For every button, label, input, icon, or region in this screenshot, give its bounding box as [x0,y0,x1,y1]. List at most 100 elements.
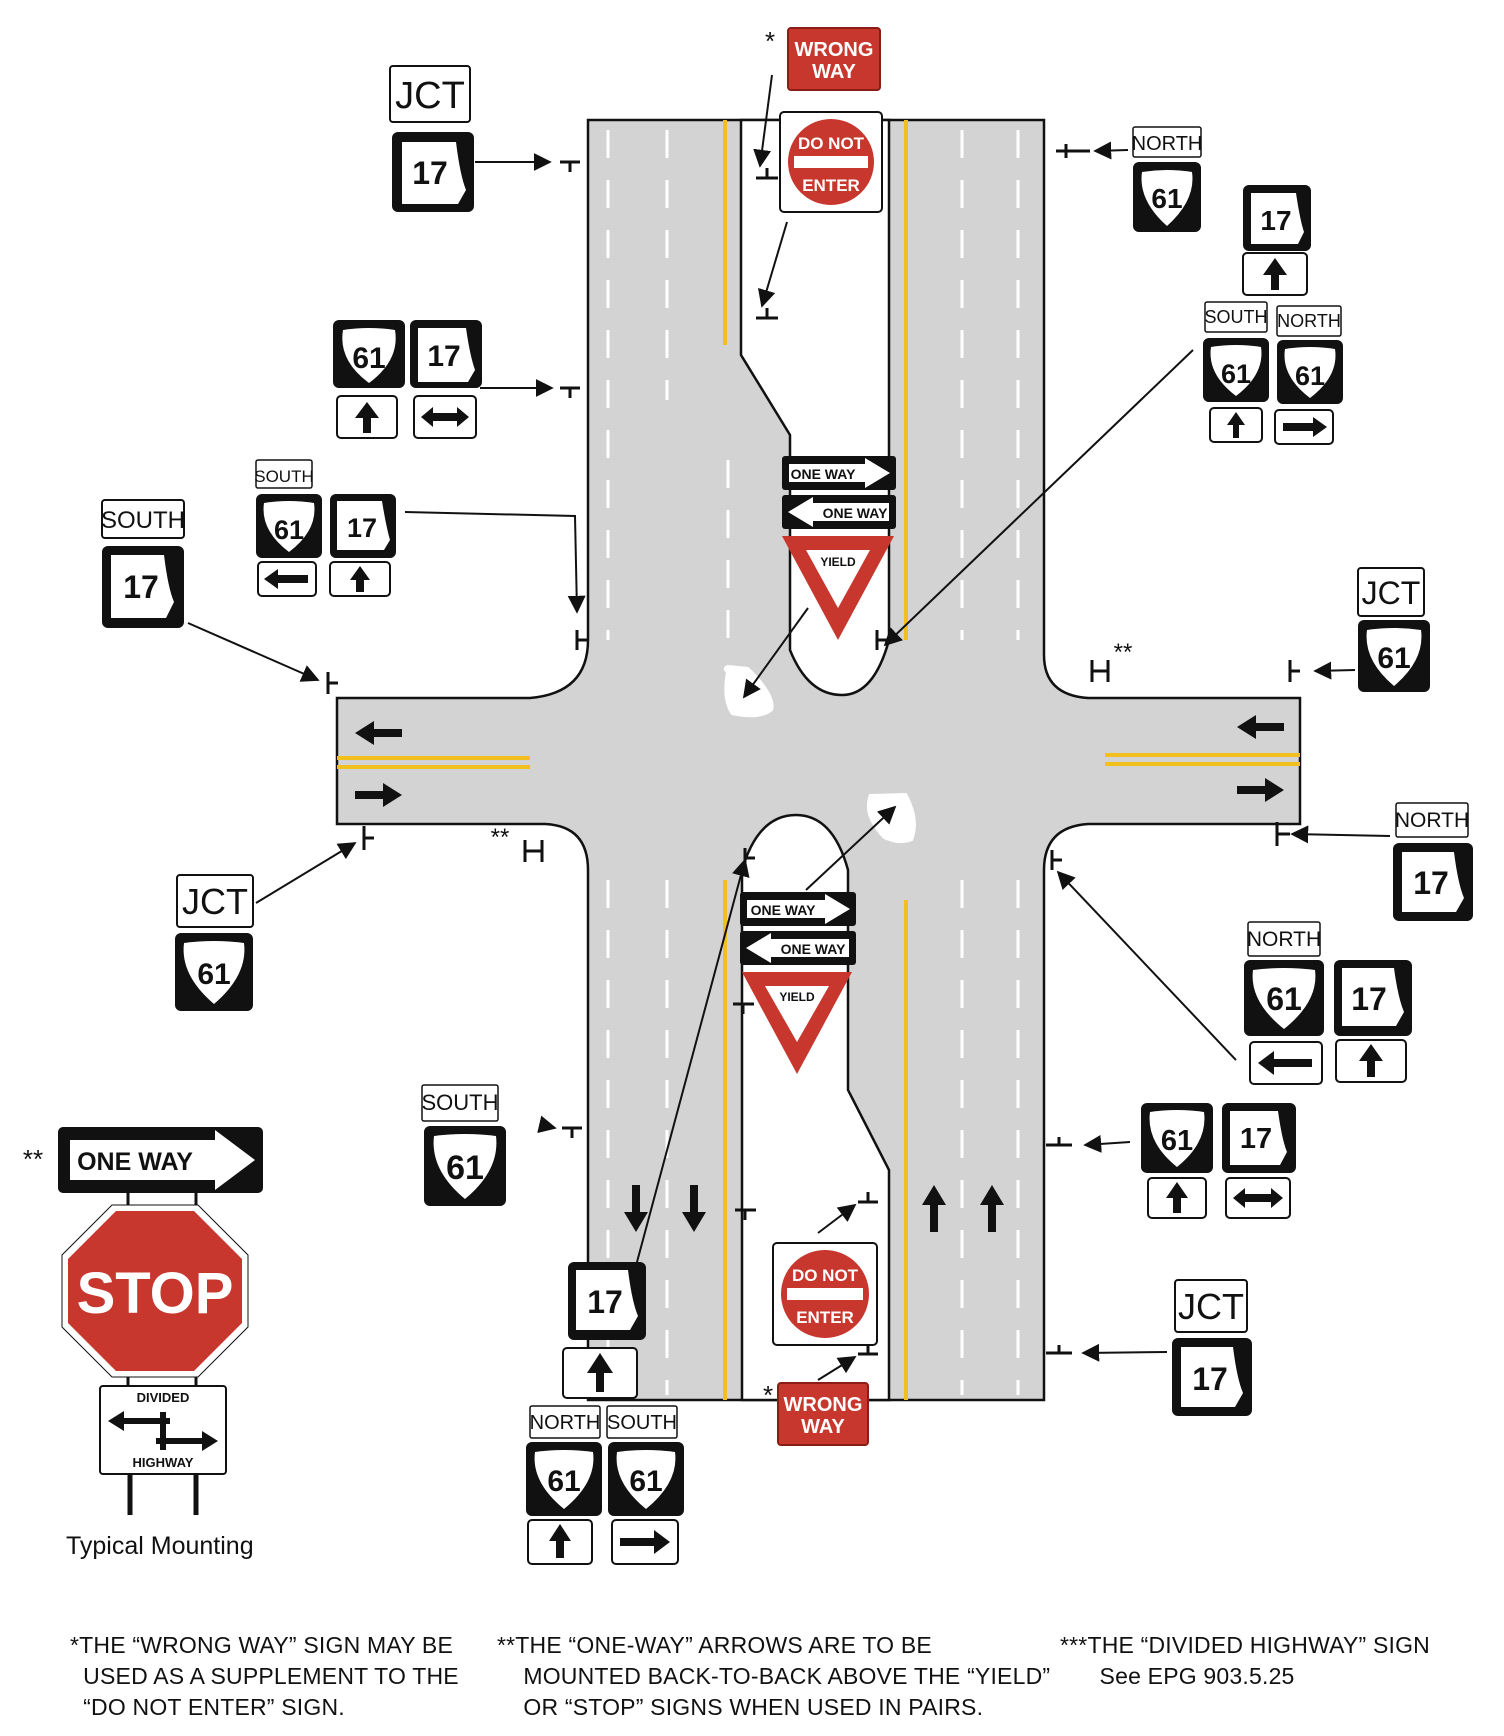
svg-text:17: 17 [1192,1361,1228,1397]
svg-text:JCT: JCT [182,881,248,922]
sign-assembly-17-61-south: 17 NORTH SOUTH 61 61 [526,1262,684,1565]
svg-text:ONE WAY: ONE WAY [77,1148,193,1176]
wrong-way-sign [787,27,881,91]
svg-text:61: 61 [629,1465,662,1498]
svg-text:61: 61 [352,342,385,375]
south-plaque [101,499,185,539]
svg-text:61: 61 [1295,361,1325,391]
svg-text:ONE WAY: ONE WAY [751,902,816,918]
jct-plaque [1357,567,1425,617]
svg-text:DIVIDED: DIVIDED [137,1390,190,1405]
svg-text:61: 61 [197,958,230,991]
jct-plaque [1174,1279,1248,1333]
sign-assembly-north-61-17-east: NORTH 61 17 [1244,921,1412,1085]
svg-text:**: ** [491,824,510,851]
svg-text:HIGHWAY: HIGHWAY [133,1455,194,1470]
footnote-wrong-way: *THE “WRONG WAY” SIGN MAY BE USED AS A S… [70,1632,459,1720]
svg-text:ONE WAY: ONE WAY [823,505,888,521]
south-plaque [255,459,313,489]
svg-text:SOUTH: SOUTH [101,507,185,534]
sign-assembly-wrong-way-south: DO NOT ENTER * WRONG WAY [763,1242,878,1446]
svg-text:ONE WAY: ONE WAY [781,941,846,957]
south-plaque [421,1084,499,1122]
south-plaque [1204,301,1268,333]
sign-assembly-17-61-ne: 17 SOUTH NORTH 61 61 [1203,185,1343,445]
pavement-arrows [355,715,1284,1232]
svg-text:61: 61 [1377,642,1410,675]
svg-text:WRONG: WRONG [795,39,874,61]
sign-assembly-north-17-east: NORTH 17 [1393,802,1473,921]
svg-text:17: 17 [1413,865,1449,901]
pavement-arrow-north [922,1185,946,1232]
svg-text:17: 17 [1351,981,1387,1017]
sign-assembly-61-17-se: 61 17 [1141,1103,1296,1219]
svg-text:SOUTH: SOUTH [607,1412,677,1434]
svg-text:WAY: WAY [812,61,856,83]
svg-text:WAY: WAY [801,1416,845,1438]
svg-text:61: 61 [1161,1125,1193,1157]
sign-assembly-north-61-ne: NORTH 61 [1132,126,1203,232]
svg-text:ENTER: ENTER [802,176,860,195]
pavement-arrow-south [624,1185,648,1232]
pavement-arrow-east [1237,778,1284,802]
svg-text:YIELD: YIELD [820,555,856,569]
svg-text:SOUTH: SOUTH [422,1090,499,1115]
pavement-arrow-east [355,783,402,807]
north-plaque [1132,126,1202,158]
svg-text:NORTH: NORTH [1132,133,1203,155]
wrong-way-sign [777,1382,869,1446]
pavement-arrow-south [682,1185,706,1232]
svg-text:17: 17 [347,513,377,543]
svg-text:NORTH: NORTH [1277,311,1341,331]
pavement-arrow-west [1237,715,1284,739]
svg-text:DO NOT: DO NOT [798,134,865,153]
typical-mounting-assembly: ** ONE WAY STOP DIVIDED HIGHWAY [23,1127,263,1515]
footnote-one-way: **THE “ONE-WAY” ARROWS ARE TO BE MOUNTED… [497,1632,1051,1720]
jct-plaque [389,65,471,123]
svg-text:17: 17 [1240,1123,1272,1155]
svg-text:STOP: STOP [77,1261,234,1326]
svg-text:JCT: JCT [395,75,465,117]
sign-assembly-jct-17-nw: JCT 17 [389,65,474,212]
svg-text:17: 17 [1260,205,1291,236]
svg-text:**: ** [23,1144,43,1174]
svg-text:JCT: JCT [1362,575,1421,611]
sign-assembly-wrong-way-north: * WRONG WAY DO NOT ENTER [765,26,883,213]
sign-assembly-one-way-yield-north: ONE WAY ONE WAY YIELD [782,456,896,640]
svg-text:17: 17 [412,155,448,191]
svg-text:NORTH: NORTH [1247,928,1321,951]
north-plaque [1395,802,1469,838]
svg-text:WRONG: WRONG [784,1394,863,1416]
svg-text:61: 61 [274,515,304,545]
svg-text:61: 61 [446,1149,484,1187]
svg-text:**: ** [1114,639,1133,666]
svg-text:17: 17 [427,340,460,373]
sign-assembly-south-17-west: SOUTH 17 [101,499,185,628]
svg-text:JCT: JCT [1178,1286,1244,1327]
sign-assembly-jct-61-west: JCT 61 ** [175,824,509,1011]
pavement-arrow-north [980,1185,1004,1232]
sign-assembly-south-61-sw: SOUTH 61 [421,1084,506,1206]
svg-text:61: 61 [547,1465,580,1498]
sign-assembly-jct-17-se: JCT 17 [1172,1279,1252,1416]
north-plaque [1276,305,1342,337]
svg-text:*: * [763,1380,773,1410]
sign-assembly-south-61-17: SOUTH 61 17 [254,459,396,597]
sign-assembly-jct-61-east: JCT 61 ** [1114,567,1430,692]
typical-mounting-caption: Typical Mounting [66,1532,254,1560]
pavement-arrow-west [355,721,402,745]
svg-text:SOUTH: SOUTH [254,467,314,486]
north-plaque [529,1405,601,1439]
svg-text:NORTH: NORTH [530,1412,601,1434]
south-plaque [606,1405,678,1439]
svg-text:DO NOT: DO NOT [792,1266,859,1285]
jct-plaque [176,874,254,928]
svg-text:ONE WAY: ONE WAY [791,466,856,482]
svg-text:17: 17 [587,1284,623,1320]
svg-text:61: 61 [1221,359,1251,389]
svg-text:*: * [765,26,775,56]
svg-text:61: 61 [1266,981,1302,1017]
footnote-divided-highway: ***THE “DIVIDED HIGHWAY” SIGN See EPG 90… [1060,1632,1430,1689]
svg-text:YIELD: YIELD [779,990,815,1004]
